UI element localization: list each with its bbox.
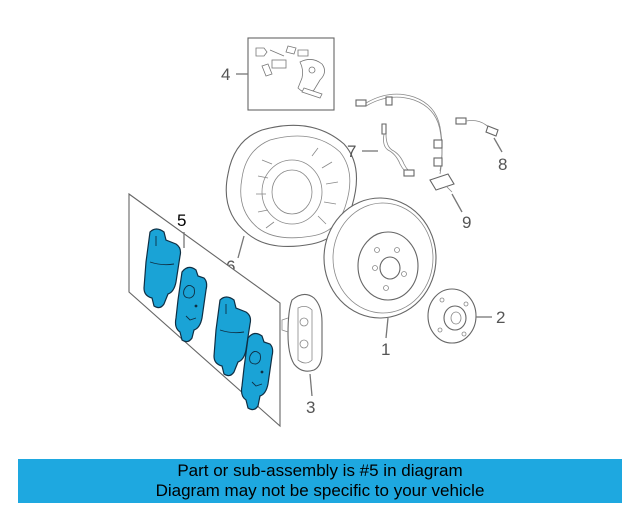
info-banner: Part or sub-assembly is #5 in diagram Di…: [18, 459, 622, 503]
brake-pad-4: [240, 332, 274, 411]
part-9-abs-sensor: [355, 93, 463, 213]
part-1-rotor: [323, 197, 437, 339]
part-8-sensor: [455, 117, 503, 153]
callout-5: 5: [177, 211, 186, 230]
part-7-wear-sensor: [362, 123, 415, 177]
brake-pad-3: [213, 296, 252, 377]
part-5-brake-pads: [128, 192, 281, 428]
part-3-caliper: [281, 293, 323, 397]
banner-line-1: Part or sub-assembly is #5 in diagram: [177, 461, 463, 480]
parts-diagram: 4 6 7: [128, 37, 507, 428]
callout-9: 9: [462, 213, 471, 232]
callout-1: 1: [381, 340, 390, 359]
banner-line-2: Diagram may not be specific to your vehi…: [155, 481, 485, 500]
part-4-bolt-kit: [236, 37, 335, 111]
brake-pad-2: [174, 266, 208, 343]
callout-2: 2: [496, 308, 505, 327]
callout-3: 3: [306, 398, 315, 417]
callout-4: 4: [221, 65, 230, 84]
callout-8: 8: [498, 155, 507, 174]
brake-pad-1: [143, 228, 182, 309]
callout-7: 7: [347, 142, 356, 161]
callout-6: 6: [226, 257, 235, 276]
part-6-splash-shield: [225, 124, 357, 259]
part-2-hub: [427, 288, 492, 344]
